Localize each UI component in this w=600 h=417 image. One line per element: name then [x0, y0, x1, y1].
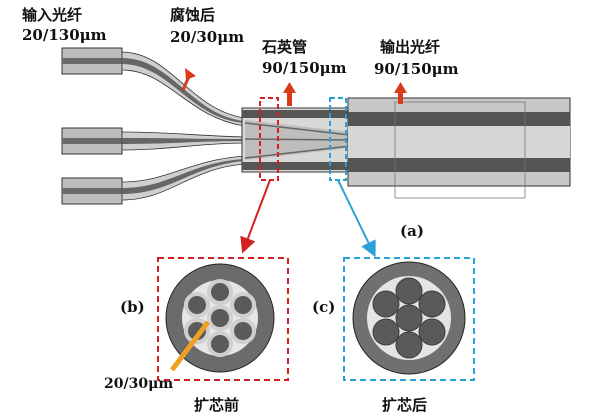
label-after-etch-spec: 20/30μm [170, 28, 244, 46]
panel-c-box [343, 257, 475, 381]
label-panel-c: (c) [312, 298, 335, 316]
etched-taper-middle-core [122, 138, 245, 144]
input-fiber-middle-core [62, 138, 122, 144]
label-output-fiber: 输出光纤 [380, 38, 440, 56]
label-quartz-tube-spec: 90/150μm [262, 59, 347, 77]
label-after-etch: 腐蚀后 [170, 6, 215, 24]
label-panel-a: (a) [400, 222, 424, 240]
etched-taper-top-core [122, 58, 245, 123]
cross-section-after [352, 261, 466, 375]
input-fiber-top-core [62, 58, 122, 64]
blue-leader-arrow [337, 179, 376, 258]
panel-b-box [157, 257, 289, 381]
label-input-fiber-spec: 20/130μm [22, 26, 107, 44]
up-arrow-after-etch [181, 68, 196, 91]
output-fiber [347, 97, 571, 199]
quartz-tube [241, 107, 351, 173]
label-panel-b: (b) [120, 298, 145, 316]
label-input-fiber: 输入光纤 [22, 6, 82, 24]
up-arrow-output-fiber [394, 82, 407, 104]
label-after-expand: 扩芯后 [382, 396, 427, 414]
red-leader-arrow [240, 179, 271, 254]
watermark-text: 知乎 @综毛笔谈物质探探 [398, 381, 556, 398]
input-fiber-group [61, 47, 246, 205]
label-quartz-tube: 石英管 [261, 38, 307, 56]
label-core-spec: 20/30μm [104, 376, 173, 392]
label-before-expand: 扩芯前 [194, 396, 239, 414]
up-arrow-quartz-tube [283, 82, 296, 106]
label-output-fiber-spec: 90/150μm [374, 60, 459, 78]
input-fiber-bottom-core [62, 188, 122, 194]
core-pointer [170, 320, 210, 372]
etched-taper-bottom-core [122, 159, 245, 194]
